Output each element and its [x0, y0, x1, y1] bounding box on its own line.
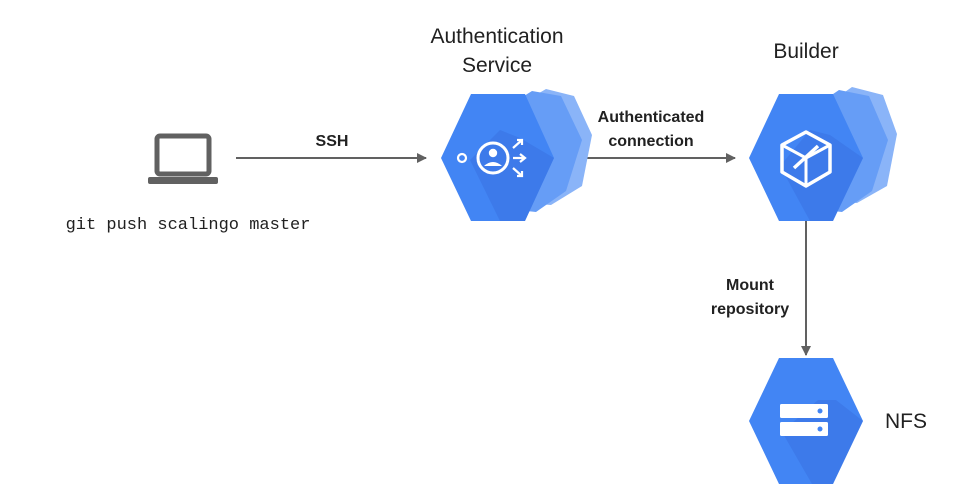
edge-authenticated-connection: Authenticated connection — [572, 109, 736, 163]
authentication-service-node: Authentication Service — [430, 25, 592, 221]
mount-repository-label-line2: repository — [711, 301, 789, 318]
hexagon-stack — [749, 358, 863, 484]
authentication-service-icon — [456, 138, 527, 178]
mount-repository-label-line1: Mount — [726, 277, 775, 294]
edge-mount-repository: Mount repository — [711, 221, 811, 356]
hexagon-stack — [749, 87, 897, 221]
authenticated-connection-label-line1: Authenticated — [598, 109, 705, 126]
nfs-label: NFS — [885, 410, 927, 433]
storage-server-icon — [780, 404, 828, 436]
client-node: git push scalingo master — [66, 133, 311, 235]
builder-node: Builder — [749, 40, 897, 221]
git-push-command: git push scalingo master — [66, 216, 311, 235]
authentication-service-label-line2: Service — [462, 54, 532, 77]
laptop-icon — [148, 133, 218, 184]
authentication-hexagon — [441, 94, 554, 221]
authentication-service-label-line1: Authentication — [430, 25, 563, 48]
edge-ssh: SSH — [236, 133, 427, 163]
nfs-node: NFS — [749, 358, 927, 484]
ssh-label: SSH — [316, 133, 349, 150]
nfs-hexagon — [749, 358, 863, 484]
builder-cube-icon — [780, 130, 832, 188]
authenticated-connection-label-line2: connection — [608, 133, 693, 150]
builder-label: Builder — [773, 40, 838, 63]
